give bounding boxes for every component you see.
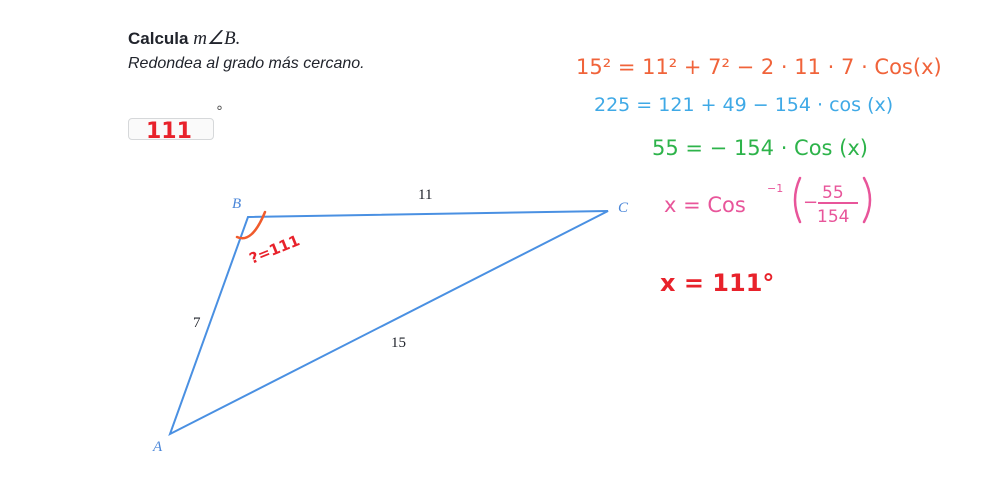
prompt-question: Calcula m∠B. [128, 28, 365, 50]
answer-input[interactable] [128, 118, 214, 140]
work-line-4-minus: − [803, 192, 818, 213]
vertex-label-c: C [618, 200, 629, 216]
close-paren [862, 176, 872, 224]
work-line-4: x = Cos −1 − 55 154 [664, 176, 872, 227]
work-line-3: 55 = − 154 · Cos (x) [652, 136, 868, 160]
vertex-label-a: A [152, 439, 163, 455]
fraction-denominator: 154 [817, 207, 849, 227]
degree-symbol: ° [216, 104, 223, 120]
work-line-4-exponent: −1 [767, 182, 783, 195]
work-line-2: 225 = 121 + 49 − 154 · cos (x) [594, 94, 893, 116]
prompt-instruction: Redondea al grado más cercano. [128, 55, 365, 72]
side-label-bc: 11 [418, 187, 432, 203]
problem-prompt: Calcula m∠B. Redondea al grado más cerca… [128, 28, 365, 74]
prompt-word: Calcula [128, 29, 189, 48]
handwritten-answer: 111 [146, 119, 192, 144]
work-line-1: 15² = 11² + 7² − 2 · 11 · 7 · Cos(x) [576, 55, 942, 79]
angle-arc-b [235, 210, 267, 240]
vertex-label-b: B [232, 196, 241, 212]
open-paren [793, 176, 802, 224]
fraction-numerator: 55 [822, 183, 844, 203]
work-line-4-prefix: x = Cos [664, 193, 746, 217]
side-label-ab: 7 [193, 315, 201, 331]
side-label-ac: 15 [391, 335, 406, 351]
angle-annotation: ?=111 [247, 231, 303, 267]
work-line-5: x = 111° [660, 269, 774, 297]
prompt-math: m∠B. [193, 28, 241, 49]
triangle [168, 210, 609, 437]
